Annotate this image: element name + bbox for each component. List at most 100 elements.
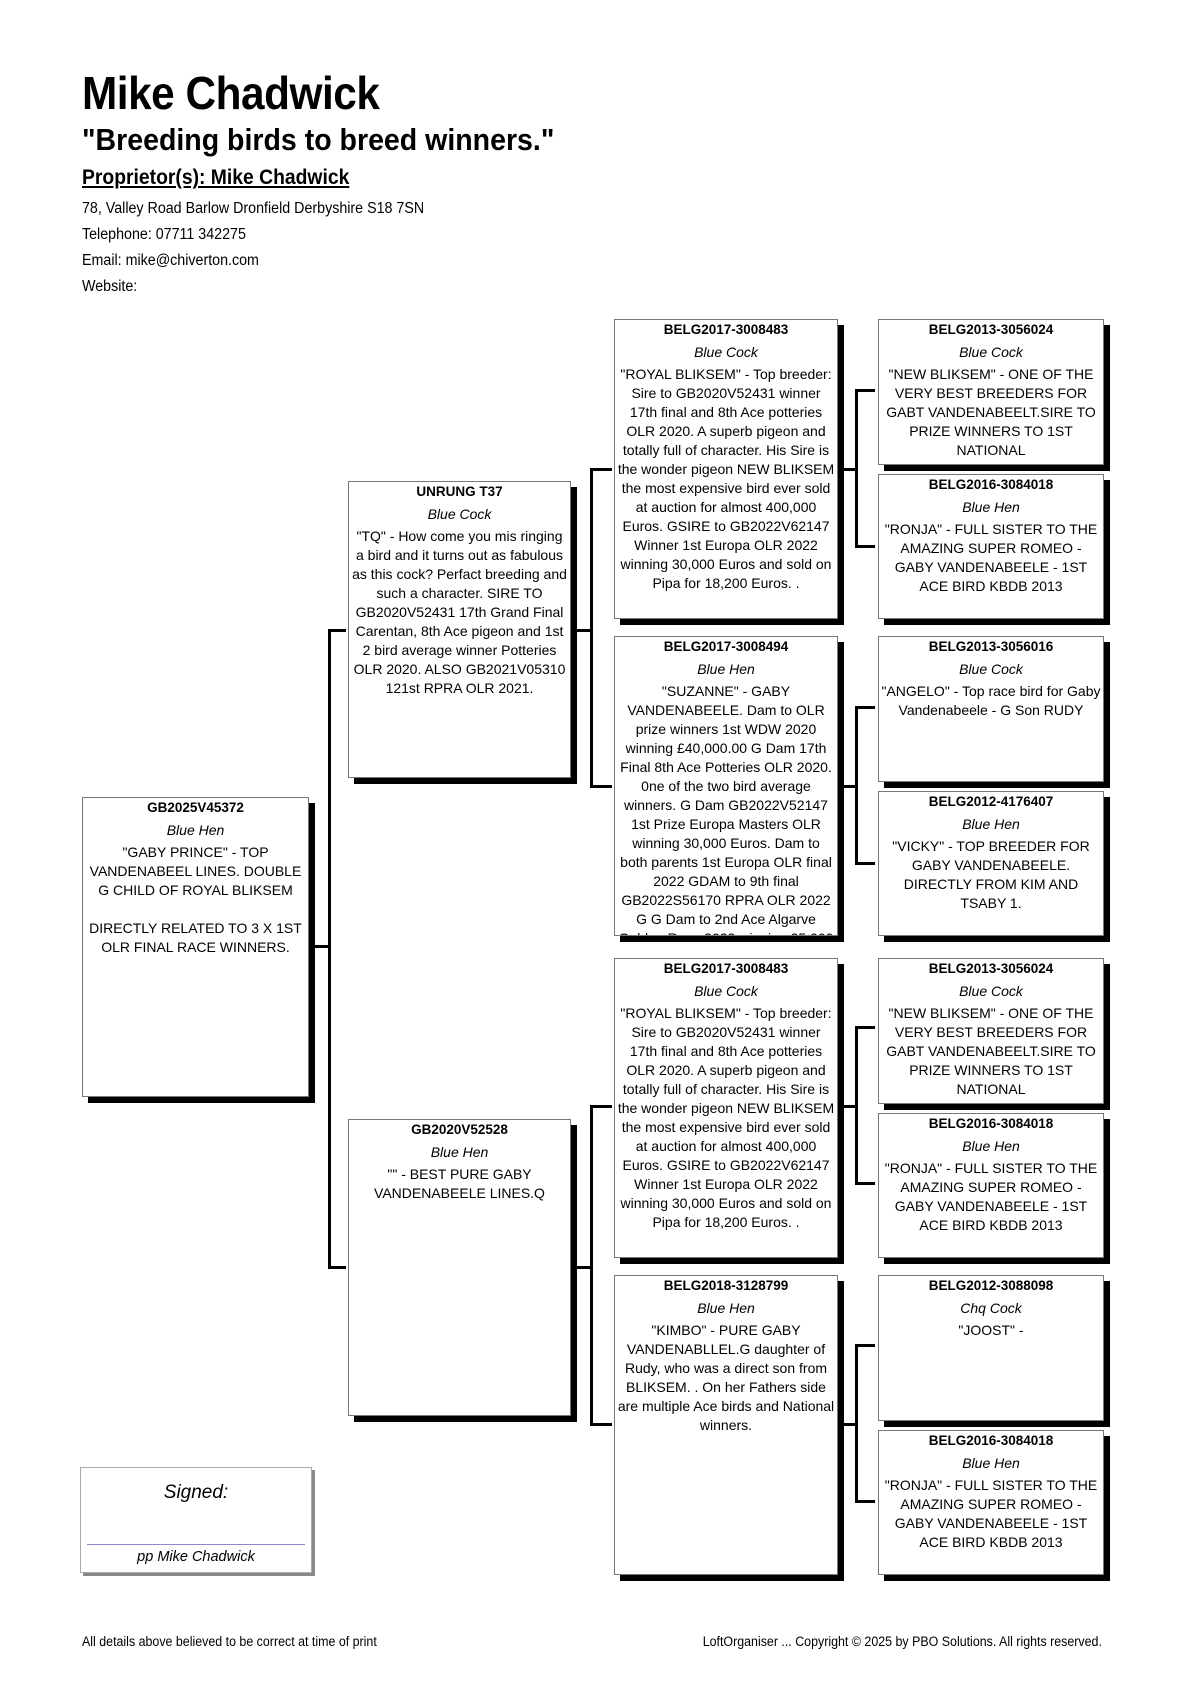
bird-description: "VICKY" - TOP BREEDER FOR GABY VANDENABE… xyxy=(892,838,1090,911)
connector-line xyxy=(590,1105,612,1108)
ring-number: BELG2012-4176407 xyxy=(928,794,1054,809)
address: 78, Valley Road Barlow Dronfield Derbysh… xyxy=(82,200,425,217)
ring-number: UNRUNG T37 xyxy=(416,484,503,499)
bird-colour: Blue Cock xyxy=(694,983,758,999)
bird-description: "KIMBO" - PURE GABY VANDENABLLEL.G daugh… xyxy=(617,1322,835,1433)
pedigree-subject-box: GB2025V45372 Blue Hen "GABY PRINCE" - TO… xyxy=(82,797,309,1097)
connector-line xyxy=(576,1266,592,1269)
connector-line xyxy=(855,389,858,548)
sire-dam-box: BELG2017-3008494 Blue Hen "SUZANNE" - GA… xyxy=(614,636,838,936)
bird-colour: Chq Cock xyxy=(960,1300,1022,1316)
dam-sire-sire-box: BELG2013-3056024 Blue Cock "NEW BLIKSEM"… xyxy=(878,958,1104,1104)
connector-line xyxy=(855,1026,858,1185)
ring-number: BELG2016-3084018 xyxy=(928,477,1054,492)
connector-line xyxy=(576,629,592,632)
bird-description: "GABY PRINCE" - TOP VANDENABEEL LINES. D… xyxy=(89,844,302,955)
ring-number: GB2020V52528 xyxy=(411,1122,508,1137)
ring-number: BELG2016-3084018 xyxy=(928,1116,1054,1131)
connector-line xyxy=(590,468,612,471)
connector-line xyxy=(855,706,858,865)
bird-description: "RONJA" - FULL SISTER TO THE AMAZING SUP… xyxy=(884,1477,1098,1550)
bird-description: "ANGELO" - Top race bird for Gaby Vanden… xyxy=(881,683,1101,718)
signature-line xyxy=(87,1544,305,1545)
sire-sire-box: BELG2017-3008483 Blue Cock "ROYAL BLIKSE… xyxy=(614,319,838,619)
ring-number: BELG2017-3008483 xyxy=(663,322,789,337)
bird-colour: Blue Hen xyxy=(697,661,755,677)
bird-description: "" - BEST PURE GABY VANDENABEELE LINES.Q xyxy=(374,1166,545,1201)
connector-line xyxy=(328,629,346,632)
bird-colour: Blue Cock xyxy=(959,983,1023,999)
connector-line xyxy=(855,1344,858,1503)
bird-colour: Blue Hen xyxy=(962,816,1020,832)
connector-line xyxy=(842,468,856,471)
connector-line xyxy=(314,945,330,948)
bird-description: "NEW BLIKSEM" - ONE OF THE VERY BEST BRE… xyxy=(886,366,1096,458)
ring-number: BELG2013-3056016 xyxy=(928,639,1054,654)
dam-box: GB2020V52528 Blue Hen "" - BEST PURE GAB… xyxy=(348,1119,571,1416)
ring-number: GB2025V45372 xyxy=(147,800,244,815)
ring-number: BELG2017-3008494 xyxy=(663,639,789,654)
ring-number: BELG2013-3056024 xyxy=(928,322,1054,337)
connector-line xyxy=(842,785,856,788)
connector-line xyxy=(855,706,875,709)
bird-description: "JOOST" - xyxy=(958,1322,1024,1338)
connector-line xyxy=(855,1500,875,1503)
footer-disclaimer: All details above believed to be correct… xyxy=(82,1634,377,1649)
bird-description: "RONJA" - FULL SISTER TO THE AMAZING SUP… xyxy=(884,1160,1098,1233)
bird-colour: Blue Hen xyxy=(697,1300,755,1316)
connector-line xyxy=(842,1105,856,1108)
dam-sire-box: BELG2017-3008483 Blue Cock "ROYAL BLIKSE… xyxy=(614,958,838,1258)
bird-colour: Blue Cock xyxy=(427,506,492,522)
ring-number: BELG2016-3084018 xyxy=(928,1433,1054,1448)
bird-colour: Blue Hen xyxy=(962,1138,1020,1154)
owner-name: Mike Chadwick xyxy=(82,67,380,119)
sire-dam-dam-box: BELG2012-4176407 Blue Hen "VICKY" - TOP … xyxy=(878,791,1104,936)
bird-colour: Blue Cock xyxy=(694,344,758,360)
connector-line xyxy=(855,862,875,865)
connector-line xyxy=(855,545,875,548)
bird-description: "NEW BLIKSEM" - ONE OF THE VERY BEST BRE… xyxy=(886,1005,1096,1097)
bird-colour: Blue Hen xyxy=(166,822,225,838)
signed-label: Signed: xyxy=(163,1482,229,1503)
connector-line xyxy=(842,1423,856,1426)
dam-dam-dam-box: BELG2016-3084018 Blue Hen "RONJA" - FULL… xyxy=(878,1430,1104,1575)
dam-dam-box: BELG2018-3128799 Blue Hen "KIMBO" - PURE… xyxy=(614,1275,838,1575)
connector-line xyxy=(855,1344,875,1347)
connector-line xyxy=(328,629,331,1269)
sire-box: UNRUNG T37 Blue Cock "TQ" - How come you… xyxy=(348,481,571,778)
dam-dam-sire-box: BELG2012-3088098 Chq Cock "JOOST" - xyxy=(878,1275,1104,1421)
ring-number: BELG2013-3056024 xyxy=(928,961,1054,976)
bird-colour: Blue Hen xyxy=(962,1455,1020,1471)
bird-description: "RONJA" - FULL SISTER TO THE AMAZING SUP… xyxy=(884,521,1098,594)
signature-box: Signed: pp Mike Chadwick xyxy=(80,1467,312,1573)
bird-colour: Blue Cock xyxy=(959,661,1023,677)
bird-description: "SUZANNE" - GABY VANDENABEELE. Dam to OL… xyxy=(619,683,834,935)
connector-line xyxy=(855,1026,875,1029)
signed-by: pp Mike Chadwick xyxy=(137,1549,255,1565)
connector-line xyxy=(590,1423,612,1426)
bird-description: "TQ" - How come you mis ringing a bird a… xyxy=(352,528,567,696)
connector-line xyxy=(855,1182,875,1185)
connector-line xyxy=(328,1266,346,1269)
ring-number: BELG2018-3128799 xyxy=(663,1278,789,1293)
ring-number: BELG2017-3008483 xyxy=(663,961,789,976)
footer-copyright: LoftOrganiser ... Copyright © 2025 by PB… xyxy=(702,1634,1102,1649)
ring-number: BELG2012-3088098 xyxy=(928,1278,1054,1293)
slogan: "Breeding birds to breed winners." xyxy=(82,122,555,157)
bird-description: "ROYAL BLIKSEM" - Top breeder: Sire to G… xyxy=(617,1005,835,1230)
connector-line xyxy=(590,468,593,788)
dam-sire-dam-box: BELG2016-3084018 Blue Hen "RONJA" - FULL… xyxy=(878,1113,1104,1258)
bird-colour: Blue Cock xyxy=(959,344,1023,360)
bird-description: "ROYAL BLIKSEM" - Top breeder: Sire to G… xyxy=(617,366,835,591)
website: Website: xyxy=(82,278,138,295)
sire-sire-sire-box: BELG2013-3056024 Blue Cock "NEW BLIKSEM"… xyxy=(878,319,1104,465)
connector-line xyxy=(590,1105,593,1426)
bird-colour: Blue Hen xyxy=(430,1144,489,1160)
email: Email: mike@chiverton.com xyxy=(82,252,259,269)
connector-line xyxy=(855,389,875,392)
proprietor: Proprietor(s): Mike Chadwick xyxy=(82,166,350,189)
bird-colour: Blue Hen xyxy=(962,499,1020,515)
telephone: Telephone: 07711 342275 xyxy=(82,226,246,243)
sire-sire-dam-box: BELG2016-3084018 Blue Hen "RONJA" - FULL… xyxy=(878,474,1104,619)
connector-line xyxy=(590,785,612,788)
